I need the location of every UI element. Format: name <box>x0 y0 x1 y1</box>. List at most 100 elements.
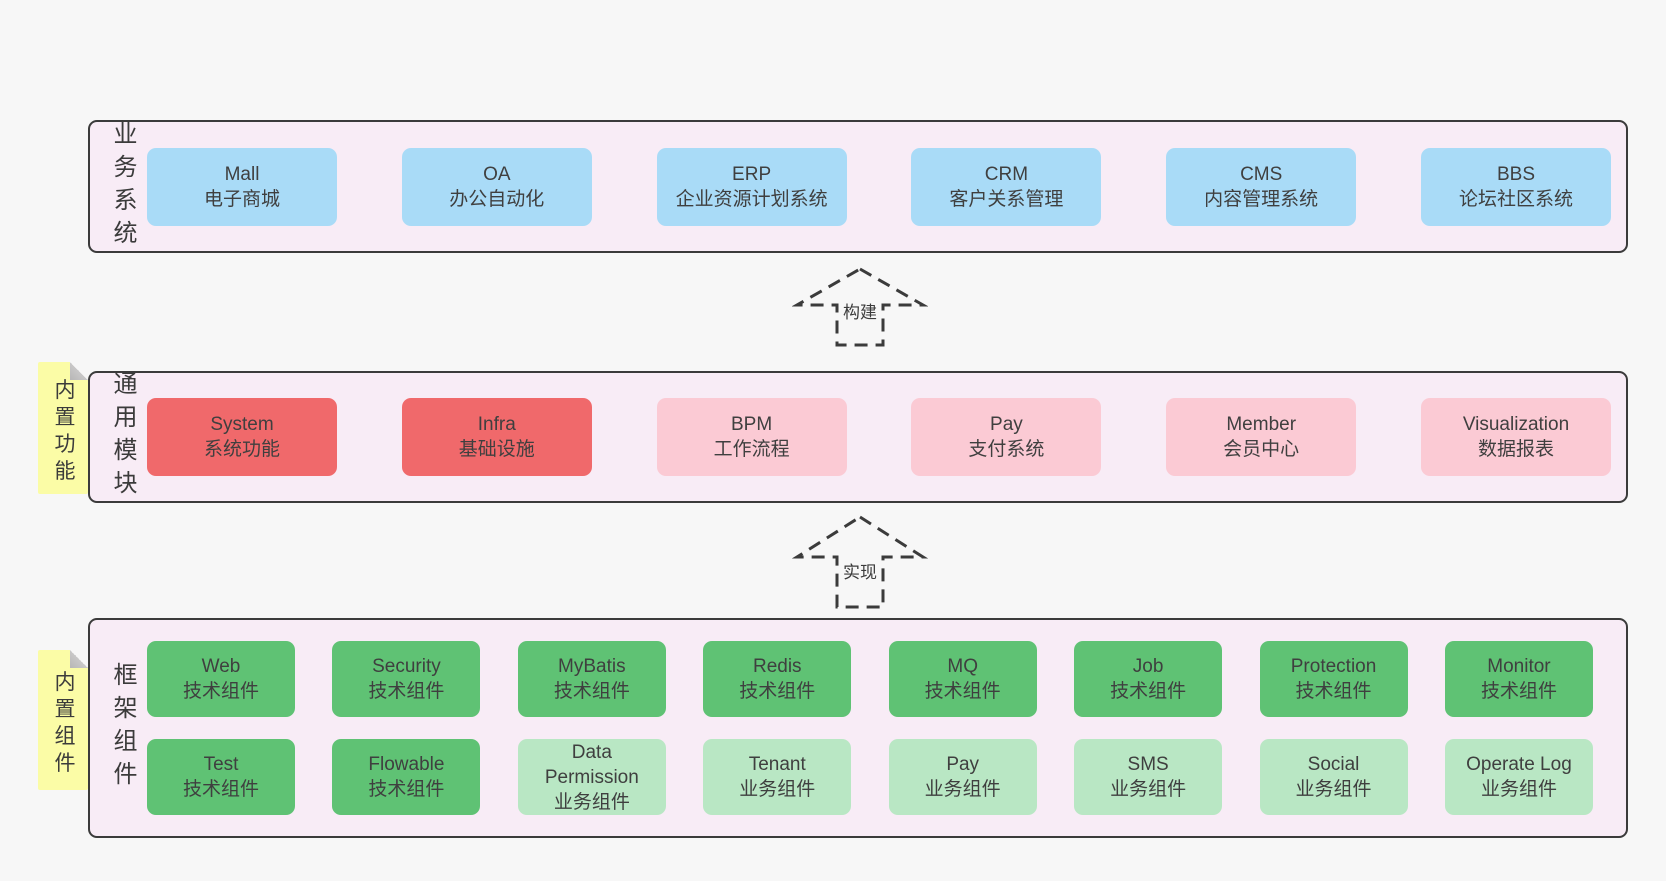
box-subtitle: 内容管理系统 <box>1204 188 1319 210</box>
box-title: Member <box>1226 414 1297 435</box>
build-arrow-label: 构建 <box>840 298 880 323</box>
box-subtitle: 技术组件 <box>1110 681 1187 702</box>
box-title: Visualization <box>1462 414 1570 435</box>
box-title: Social <box>1307 754 1360 775</box>
component-box-visualization: Visualization 数据报表 <box>1420 398 1611 476</box>
component-box-member: Member 会员中心 <box>1166 398 1357 476</box>
component-box-sms: SMS 业务组件 <box>1074 739 1223 815</box>
box-title: MQ <box>947 656 978 677</box>
box-subtitle: 基础设施 <box>458 439 535 460</box>
box-subtitle: 技术组件 <box>182 681 259 702</box>
component-box-crm: CRM 客户关系管理 <box>911 147 1102 226</box>
box-title: BPM <box>731 414 773 435</box>
component-box-mall: Mall 电子商城 <box>147 147 337 226</box>
box-title: CMS <box>1240 163 1283 185</box>
box-title: Test <box>203 754 239 775</box>
box-title: Operate Log <box>1466 754 1572 775</box>
box-subtitle: 业务组件 <box>1110 779 1187 800</box>
component-box-cms: CMS 内容管理系统 <box>1166 147 1357 226</box>
box-subtitle: 数据报表 <box>1477 439 1554 460</box>
sticky-label: 内置功能 <box>52 378 75 487</box>
component-box-job: Job 技术组件 <box>1074 641 1223 717</box>
box-subtitle: 技术组件 <box>182 779 259 800</box>
component-box-bpm: BPM 工作流程 <box>656 398 847 476</box>
box-title: BBS <box>1496 163 1535 185</box>
box-title: Web <box>201 656 241 677</box>
component-box-security: Security 技术组件 <box>332 641 481 717</box>
box-subtitle: 论坛社区系统 <box>1458 188 1573 210</box>
box-subtitle: 业务组件 <box>553 791 630 813</box>
box-title: Pay <box>946 754 980 775</box>
box-subtitle: 工作流程 <box>713 439 790 460</box>
box-subtitle: 企业资源计划系统 <box>675 188 828 210</box>
box-title: Flowable <box>368 754 445 775</box>
sticky-label: 内置组件 <box>52 670 75 779</box>
component-box-monitor: Monitor 技术组件 <box>1444 641 1593 717</box>
business-box-row: Mall 电子商城 OA 办公自动化 ERP 企业资源计划系统 CRM 客户关系… <box>147 147 1611 226</box>
component-box-operate-log: Operate Log 业务组件 <box>1444 739 1593 815</box>
layer-framework-components: 框架组件 Web 技术组件 Security 技术组件 MyBatis 技术组件… <box>88 618 1628 838</box>
box-title: Pay <box>990 414 1023 435</box>
component-box-erp: ERP 企业资源计划系统 <box>656 147 847 226</box>
component-box-bbs: BBS 论坛社区系统 <box>1420 147 1611 226</box>
component-box-protection: Protection 技术组件 <box>1259 641 1408 717</box>
box-title: Monitor <box>1487 656 1551 677</box>
component-box-tenant: Tenant 业务组件 <box>703 739 852 815</box>
layer-common-modules: 通用模块 System 系统功能 Infra 基础设施 BPM 工作流程 Pay… <box>88 371 1628 503</box>
box-title: Security <box>372 656 441 677</box>
component-box-flowable: Flowable 技术组件 <box>332 739 481 815</box>
box-subtitle: 电子商城 <box>203 188 280 210</box>
component-box-social: Social 业务组件 <box>1259 739 1408 815</box>
box-title: OA <box>483 163 511 185</box>
box-title: Protection <box>1290 656 1377 677</box>
box-subtitle: 技术组件 <box>1480 681 1557 702</box>
box-title: Tenant <box>748 754 806 775</box>
box-title: Redis <box>752 656 802 677</box>
layer-label-business: 业务系统 <box>109 120 136 253</box>
framework-row-2: Test 技术组件 Flowable 技术组件 Data Permission … <box>147 739 1593 815</box>
box-subtitle: 系统功能 <box>203 439 280 460</box>
box-subtitle: 技术组件 <box>368 779 445 800</box>
component-box-test: Test 技术组件 <box>147 739 295 815</box>
box-subtitle: 技术组件 <box>368 681 445 702</box>
box-subtitle: 办公自动化 <box>449 188 545 210</box>
layer-label-modules: 通用模块 <box>109 371 136 503</box>
component-box-data-permission: Data Permission 业务组件 <box>517 739 666 815</box>
component-box-pay-business: Pay 业务组件 <box>888 739 1037 815</box>
box-title: MyBatis <box>558 656 626 677</box>
component-box-oa: OA 办公自动化 <box>401 147 592 226</box>
box-subtitle: 技术组件 <box>739 681 816 702</box>
component-box-pay-system: Pay 支付系统 <box>911 398 1102 476</box>
box-subtitle: 会员中心 <box>1223 439 1300 460</box>
box-title: Infra <box>477 414 516 435</box>
folded-corner <box>70 362 88 380</box>
box-title: System <box>210 414 274 435</box>
modules-box-row: System 系统功能 Infra 基础设施 BPM 工作流程 Pay 支付系统… <box>147 398 1611 476</box>
implement-arrow-label: 实现 <box>840 558 880 583</box>
box-title: SMS <box>1127 754 1169 775</box>
component-box-infra: Infra 基础设施 <box>401 398 592 476</box>
box-title: Job <box>1132 656 1164 677</box>
box-subtitle: 技术组件 <box>924 681 1001 702</box>
sticky-note-built-in-features: 内置功能 <box>38 362 88 494</box>
box-title: Data Permission <box>544 741 639 788</box>
component-box-mybatis: MyBatis 技术组件 <box>517 641 666 717</box>
sticky-note-built-in-components: 内置组件 <box>38 650 88 790</box>
box-title: CRM <box>984 163 1029 185</box>
component-box-mq: MQ 技术组件 <box>888 641 1037 717</box>
box-subtitle: 业务组件 <box>739 779 816 800</box>
box-subtitle: 技术组件 <box>1295 681 1372 702</box>
box-subtitle: 支付系统 <box>968 439 1045 460</box>
box-subtitle: 客户关系管理 <box>949 188 1064 210</box>
box-subtitle: 业务组件 <box>1295 779 1372 800</box>
box-subtitle: 业务组件 <box>1480 779 1557 800</box>
box-title: Mall <box>224 163 260 185</box>
layer-business-systems: 业务系统 Mall 电子商城 OA 办公自动化 ERP 企业资源计划系统 CRM… <box>88 120 1628 253</box>
up-block-arrow-icon <box>792 267 928 347</box>
framework-box-rows: Web 技术组件 Security 技术组件 MyBatis 技术组件 Redi… <box>147 641 1593 815</box>
folded-corner <box>70 650 88 668</box>
box-subtitle: 技术组件 <box>553 681 630 702</box>
component-box-web: Web 技术组件 <box>147 641 295 717</box>
box-subtitle: 业务组件 <box>924 779 1001 800</box>
